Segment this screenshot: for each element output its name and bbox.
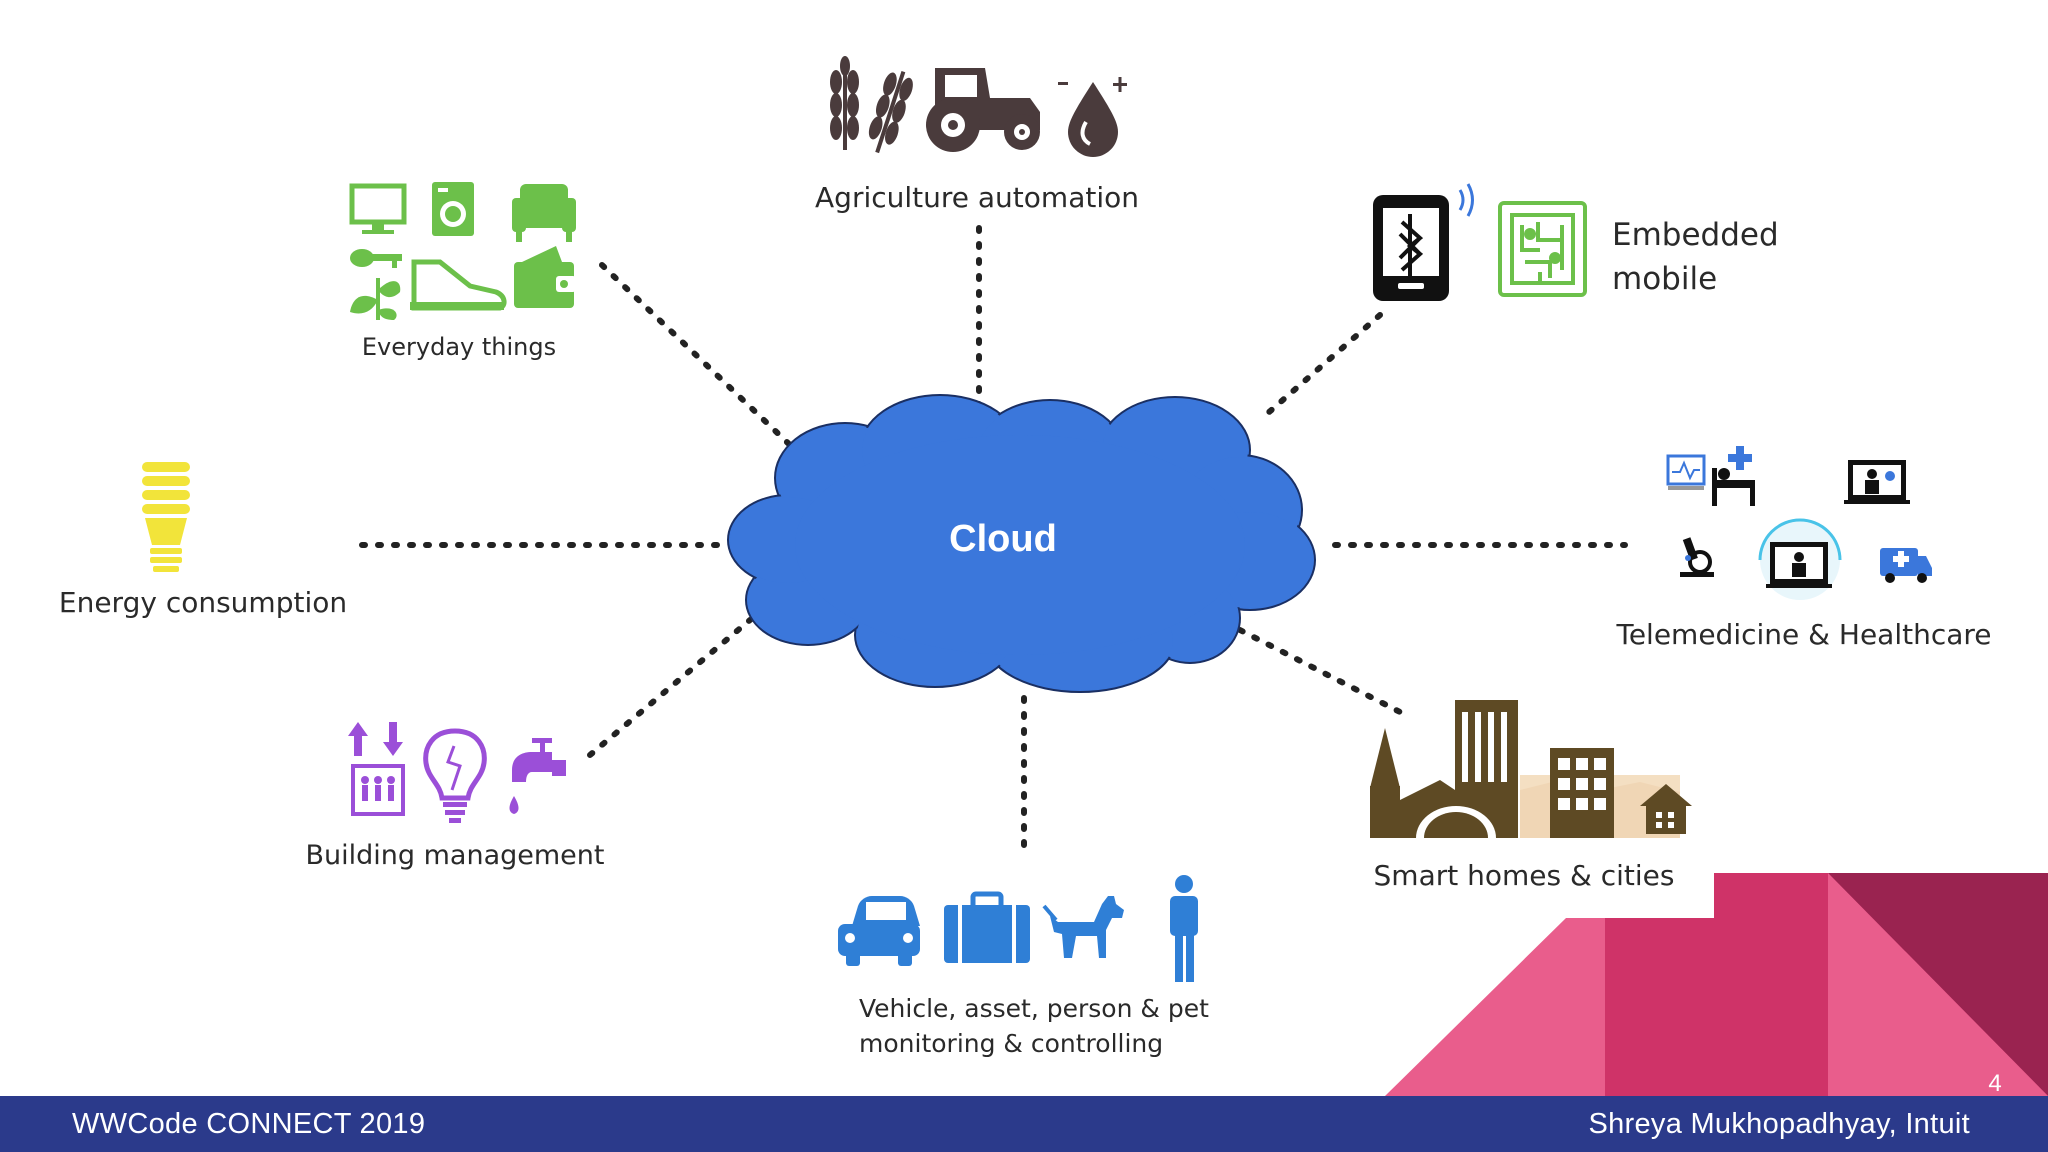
dog-icon xyxy=(1042,896,1124,958)
connector-building xyxy=(587,617,753,758)
telemedicine-label: Telemedicine & Healthcare xyxy=(1615,618,1991,651)
vehicle-label-line1: Vehicle, asset, person & pet xyxy=(859,994,1209,1023)
hospital-bed-icon xyxy=(1712,446,1755,506)
microscope-icon xyxy=(1680,537,1714,577)
smartphone-bluetooth-icon xyxy=(1373,183,1474,301)
washing-machine-icon xyxy=(432,182,474,236)
wheat-bent-icon xyxy=(868,71,913,154)
agriculture-label: Agriculture automation xyxy=(815,181,1139,214)
key-icon xyxy=(350,249,402,268)
presenter-name: Shreya Mukhopadhyay, Intuit xyxy=(1588,1108,1970,1140)
cloud-shape xyxy=(727,394,1316,693)
person-icon xyxy=(1170,875,1198,982)
wallet-icon xyxy=(514,246,576,308)
monitor-icon xyxy=(349,183,407,234)
circuit-board-icon xyxy=(1498,201,1587,297)
telehealth-center-icon xyxy=(1758,518,1842,600)
elevator-icon xyxy=(348,722,405,816)
page-number: 4 xyxy=(1988,1070,2002,1097)
embedded-label-line1: Embedded xyxy=(1612,217,1779,253)
video-doctor-icon xyxy=(1844,460,1910,504)
healthcare-icons xyxy=(1666,446,1932,600)
ambulance-icon xyxy=(1880,548,1932,583)
building-icons xyxy=(348,722,566,823)
building-label: Building management xyxy=(306,840,605,871)
plant-icon xyxy=(350,278,401,320)
connector-smart-cities xyxy=(1237,627,1403,715)
embedded-icons xyxy=(1373,183,1587,301)
water-drop-icon xyxy=(1058,77,1127,157)
connector-embedded xyxy=(1257,312,1383,423)
light-bulb-icon xyxy=(423,728,487,823)
smart-cities-label: Smart homes & cities xyxy=(1374,859,1675,892)
sneaker-icon xyxy=(410,259,507,311)
corner-decoration xyxy=(1385,873,2048,1096)
embedded-label-line2: mobile xyxy=(1612,261,1717,297)
heart-monitor-icon xyxy=(1666,454,1706,490)
car-icon xyxy=(838,896,920,966)
vehicle-label-line2: monitoring & controlling xyxy=(859,1029,1163,1058)
armchair-icon xyxy=(512,184,576,242)
agriculture-icons xyxy=(830,56,1127,157)
cfl-bulb-icon xyxy=(142,462,190,572)
connectors xyxy=(359,225,1628,858)
energy-label: Energy consumption xyxy=(59,586,347,619)
footer-bar: WWCode CONNECT 2019 Shreya Mukhopadhyay,… xyxy=(0,1096,2048,1152)
connector-everyday xyxy=(599,262,793,448)
suitcase-icon xyxy=(944,891,1030,963)
everyday-icons xyxy=(349,182,576,320)
city-skyline-icon xyxy=(1370,700,1692,838)
cloud-label: Cloud xyxy=(949,518,1057,560)
event-name: WWCode CONNECT 2019 xyxy=(72,1108,426,1140)
everyday-label: Everyday things xyxy=(362,333,556,361)
tractor-icon xyxy=(926,68,1040,152)
vehicle-icons xyxy=(838,875,1198,982)
wheat-icon xyxy=(830,56,859,150)
water-tap-icon xyxy=(509,738,566,814)
